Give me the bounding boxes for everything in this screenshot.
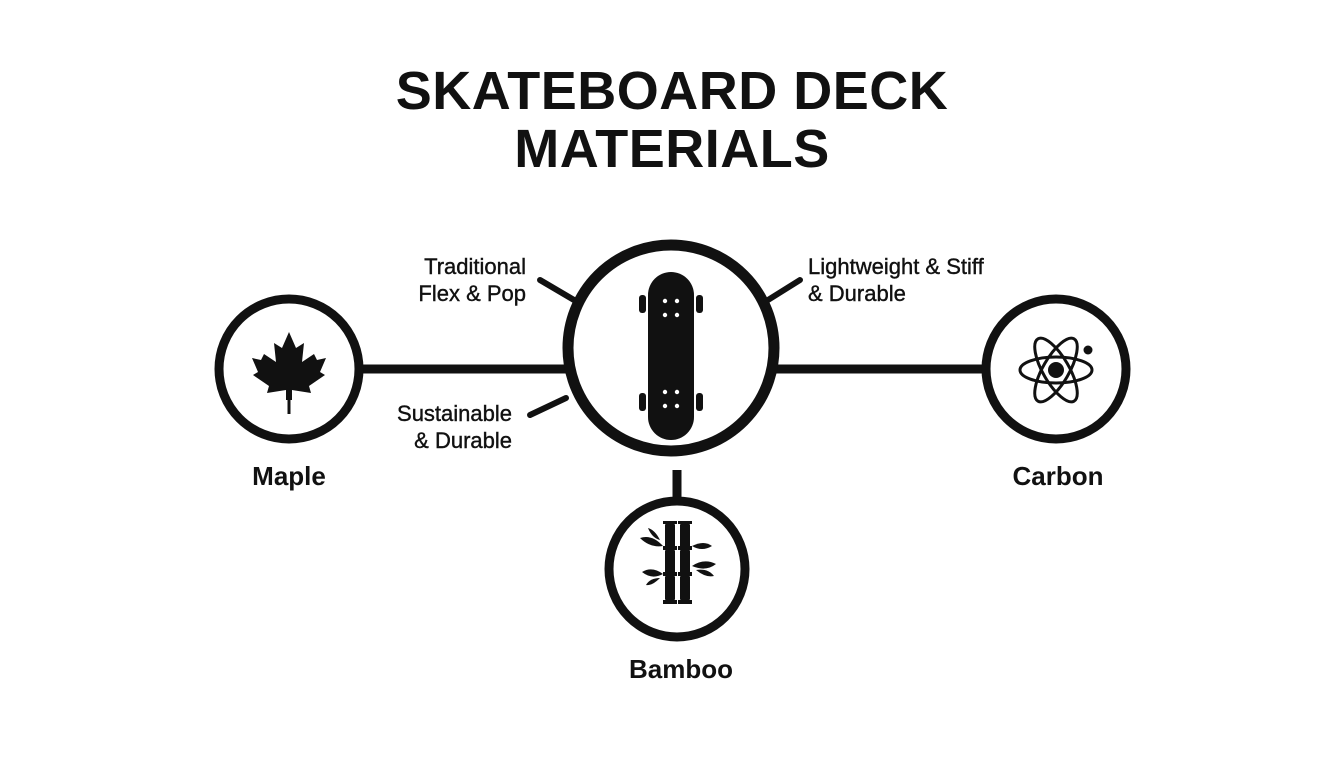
connectors xyxy=(362,364,982,498)
carbon-annotation: Lightweight & Stiff & Durable xyxy=(808,253,1038,307)
skateboard-icon xyxy=(639,272,703,440)
maple-annotation-line-2: Flex & Pop xyxy=(418,281,526,306)
tick-maple-note xyxy=(537,277,577,303)
bamboo-annotation-line-1: Sustainable xyxy=(397,401,512,426)
carbon-label: Carbon xyxy=(1012,461,1104,491)
tick-carbon-note xyxy=(765,277,803,303)
carbon-node xyxy=(981,294,1131,444)
bamboo-icon xyxy=(640,521,716,604)
tick-bamboo-note xyxy=(527,395,569,418)
bamboo-annotation-line-2: & Durable xyxy=(414,428,512,453)
carbon-annotation-line-2: & Durable xyxy=(808,281,906,306)
title-line-2: MATERIALS xyxy=(514,119,830,179)
center-node xyxy=(562,239,780,457)
bamboo-label: Bamboo xyxy=(629,654,733,684)
bamboo-node-ring xyxy=(604,496,750,642)
diagram-title: SKATEBOARD DECK MATERIALS xyxy=(0,62,1344,178)
bamboo-node xyxy=(604,496,750,642)
maple-leaf-icon xyxy=(252,332,326,414)
maple-annotation-line-1: Traditional xyxy=(424,254,526,279)
maple-label: Maple xyxy=(252,461,326,491)
maple-annotation: Traditional Flex & Pop xyxy=(366,253,526,307)
carbon-annotation-line-1: Lightweight & Stiff xyxy=(808,254,984,279)
title-line-1: SKATEBOARD DECK xyxy=(395,61,949,121)
bamboo-annotation: Sustainable & Durable xyxy=(340,400,512,454)
annotation-ticks xyxy=(527,277,803,418)
maple-node xyxy=(214,294,364,444)
atom-icon xyxy=(1018,336,1094,404)
